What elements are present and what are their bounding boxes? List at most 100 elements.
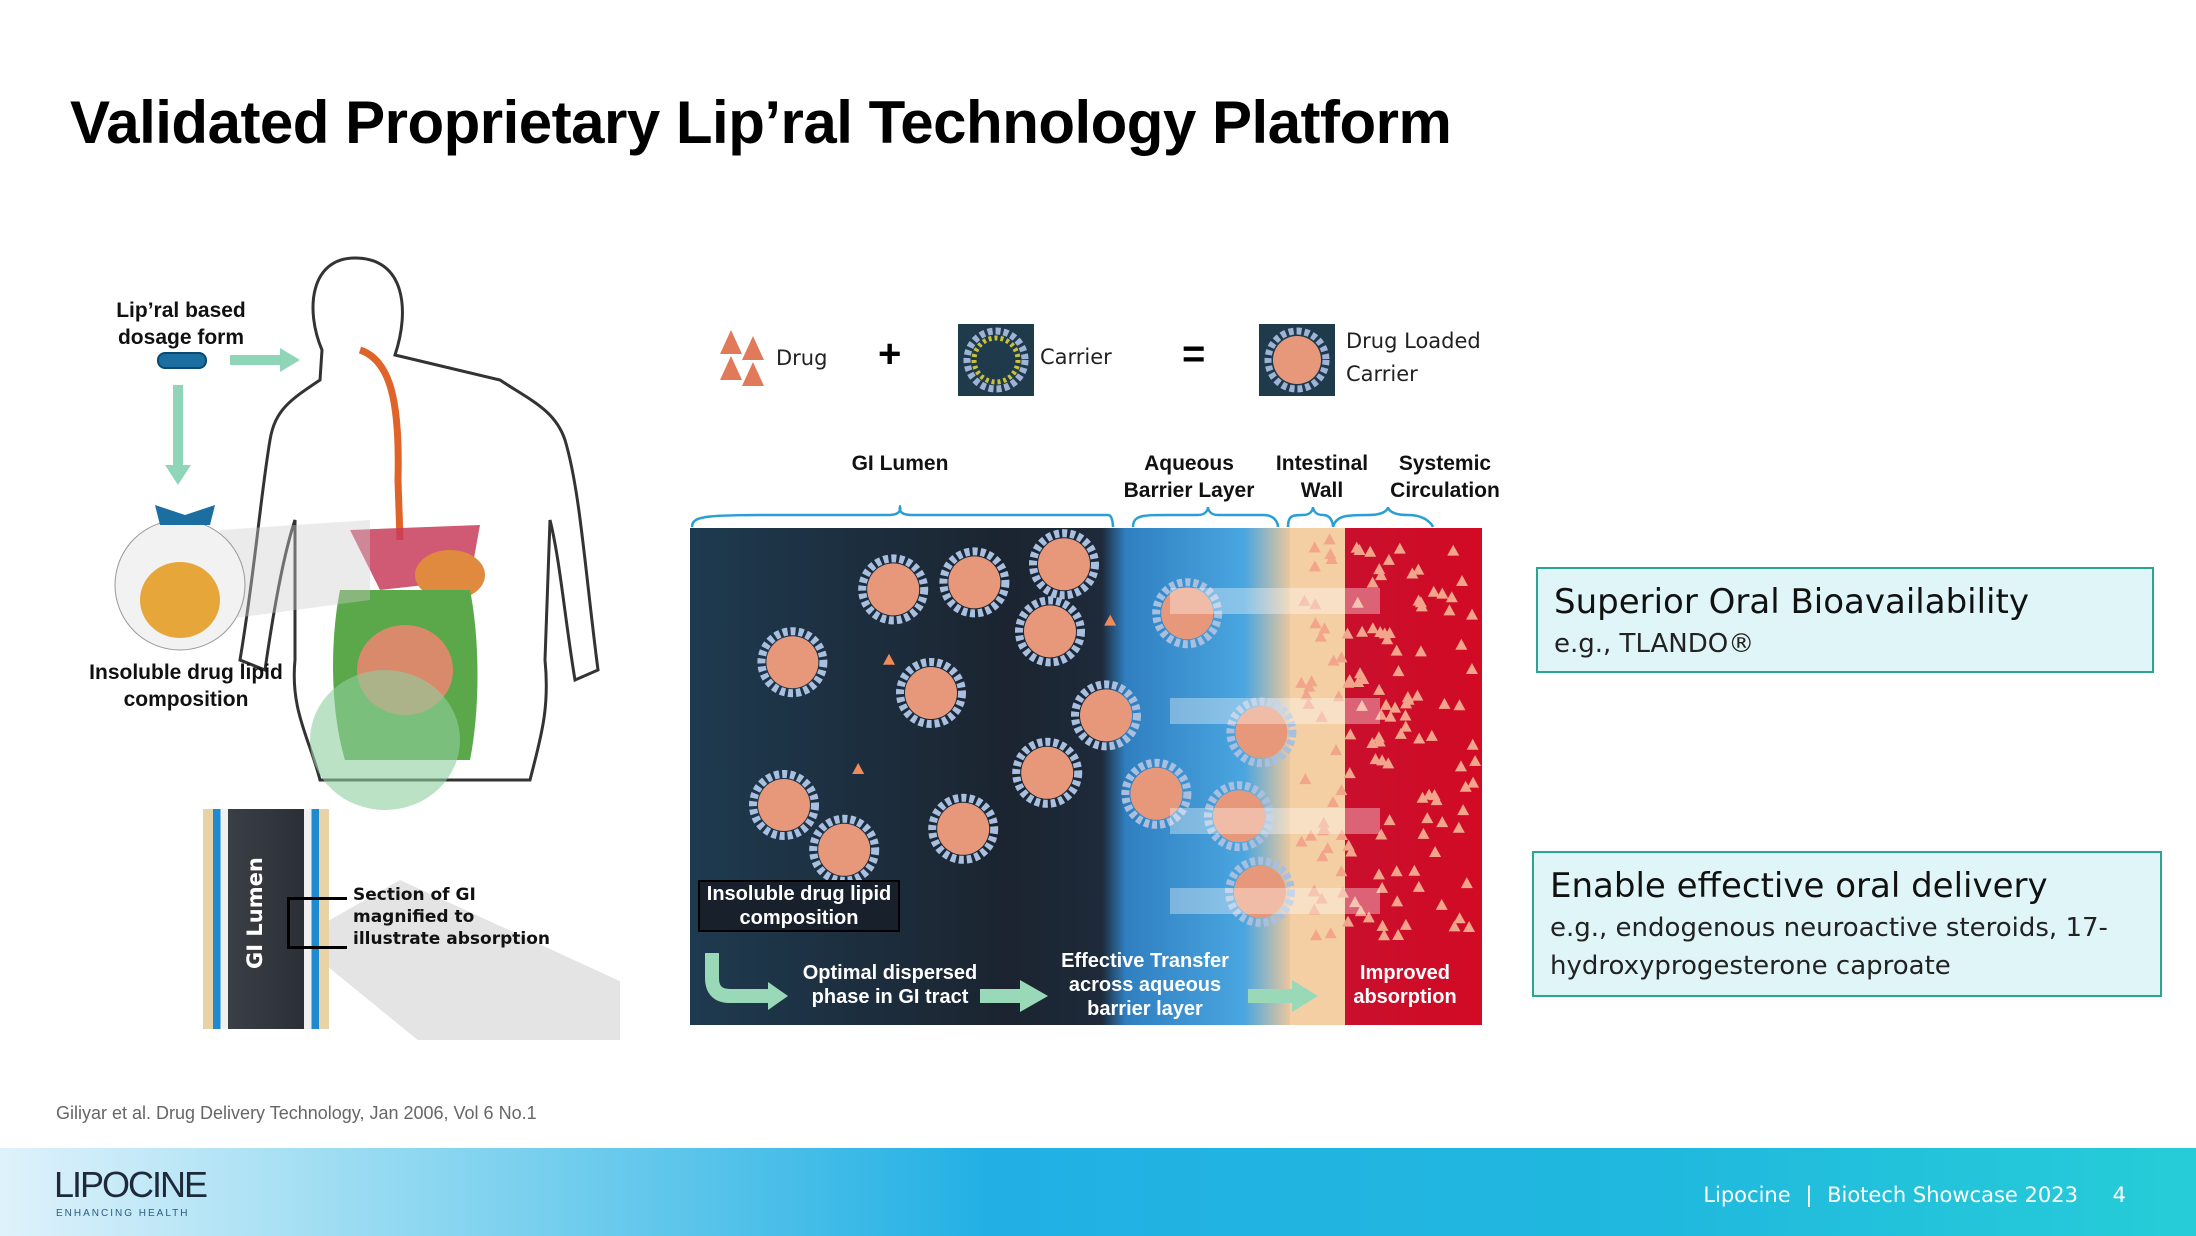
drug-particle <box>1318 822 1331 834</box>
intestinal-wall <box>1290 528 1345 1025</box>
bracket-gi-lumen <box>690 505 1115 528</box>
drug-particle <box>1323 533 1336 545</box>
drug-particle <box>1447 544 1460 556</box>
drug-particle <box>1372 731 1385 743</box>
bracket-aqueous <box>1131 506 1280 528</box>
region-aqueous-barrier: Aqueous Barrier Layer <box>1123 452 1255 502</box>
drug-particle <box>1376 754 1389 766</box>
drug-icon <box>720 330 764 386</box>
info-box-oral-delivery: Enable effective oral delivery e.g., end… <box>1532 851 2162 997</box>
drug-particle <box>1417 827 1430 839</box>
drug-particle <box>1332 690 1345 702</box>
drug-particle <box>1351 596 1364 608</box>
drug-particle <box>1436 587 1449 599</box>
drug-particle <box>1453 699 1466 711</box>
drug-particle <box>1373 563 1386 575</box>
drug-particle <box>1344 728 1357 740</box>
drug-particle <box>1394 727 1407 739</box>
footer-event: Biotech Showcase 2023 <box>1827 1183 2078 1207</box>
drug-particle <box>1381 633 1394 645</box>
gi-lumen-section: GI Lumen <box>203 809 329 1029</box>
citation: Giliyar et al. Drug Delivery Technology,… <box>56 1103 537 1123</box>
drug-particle <box>1455 638 1468 650</box>
drug-particle <box>1353 544 1366 556</box>
region-intestinal-wall: Intestinal Wall <box>1275 452 1369 502</box>
carrier-shell <box>928 793 999 864</box>
bracket-systemic <box>1331 506 1435 528</box>
logo-tagline: ENHANCING HEALTH <box>56 1208 190 1219</box>
drug-particle <box>1425 729 1438 741</box>
drug-loaded-carrier <box>1038 538 1090 591</box>
drug-particle <box>1456 574 1469 586</box>
region-brackets <box>690 505 1435 528</box>
drug-particle <box>1383 814 1396 826</box>
drug-loaded-carrier <box>948 556 1001 609</box>
drug-particle <box>1315 892 1328 904</box>
drug-particle <box>1343 767 1356 779</box>
drug-particle <box>1348 896 1361 908</box>
footer-separator: | <box>1805 1183 1813 1207</box>
drug-loaded-carrier <box>758 779 810 831</box>
footer-bar <box>0 1148 2196 1236</box>
drug-particle <box>1342 839 1355 851</box>
drug-particle <box>1392 665 1405 677</box>
drug-particle <box>1391 895 1404 907</box>
drug-particle <box>1375 569 1388 581</box>
panel-optimal-label: Optimal dispersed phase in GI tract <box>802 962 978 1008</box>
drug-particle <box>1343 674 1356 686</box>
drug-particle <box>1355 699 1368 711</box>
drug-particle <box>1309 617 1322 629</box>
drug-particle <box>1324 547 1337 559</box>
plus-sign: + <box>878 332 902 376</box>
drug-loaded-carrier <box>937 802 990 855</box>
drug-particle <box>1463 920 1476 932</box>
capsule-icon <box>157 352 207 369</box>
info-box-sub: e.g., endogenous neuroactive steroids, 1… <box>1550 913 2108 981</box>
drug-particle <box>1336 886 1349 898</box>
drug-particle <box>1454 760 1467 772</box>
drug-particle <box>1308 903 1321 915</box>
drug-particle <box>1376 881 1389 893</box>
dosage-form-label: Lip’ral based dosage form <box>116 299 246 349</box>
legend-drug: Drug <box>776 346 828 370</box>
drug-particle <box>1384 710 1397 722</box>
bracket-wall <box>1286 506 1335 528</box>
absorption-stream <box>1170 888 1380 914</box>
absorption-stream <box>1170 698 1380 724</box>
esophagus <box>358 346 404 541</box>
drug-particle <box>1298 594 1311 606</box>
drug-particle <box>1429 845 1442 857</box>
drug-particle <box>1317 816 1330 828</box>
drug-loaded-carrier <box>766 636 819 689</box>
drug-particle <box>1364 545 1377 557</box>
drug-particle <box>1327 654 1340 666</box>
drug-loaded-carrier <box>1213 790 1265 843</box>
drug-particle <box>1304 829 1317 841</box>
drug-particle <box>1399 720 1412 732</box>
drug-loaded-carrier <box>1161 587 1214 640</box>
drug-particle <box>883 653 895 665</box>
drug-particle <box>1390 644 1403 656</box>
page-number: 4 <box>2112 1183 2126 1207</box>
drug-loaded-carrier <box>1234 865 1286 918</box>
drug-particle <box>1314 630 1327 642</box>
panel-improved-label: Improved absorption <box>1353 962 1457 1008</box>
drug-particle <box>1467 776 1480 788</box>
drug-particle <box>1366 736 1379 748</box>
carrier-shell <box>1226 697 1297 768</box>
carrier-shell <box>1012 737 1083 808</box>
drug-particle <box>1389 701 1402 713</box>
drug-particle <box>1392 928 1405 940</box>
section-label: Section of GI magnified to illustrate ab… <box>353 885 550 949</box>
drug-particle <box>1345 845 1358 857</box>
carrier-shell <box>757 627 828 698</box>
drug-particle <box>1366 576 1379 588</box>
drug-particle <box>1356 625 1369 637</box>
drug-particle <box>1435 898 1448 910</box>
page-title: Validated Proprietary Lip’ral Technology… <box>70 89 1452 156</box>
drug-particle <box>1413 732 1426 744</box>
drug-particle <box>1457 804 1470 816</box>
carrier-shell <box>1029 529 1099 600</box>
drug-particle <box>1411 689 1424 701</box>
